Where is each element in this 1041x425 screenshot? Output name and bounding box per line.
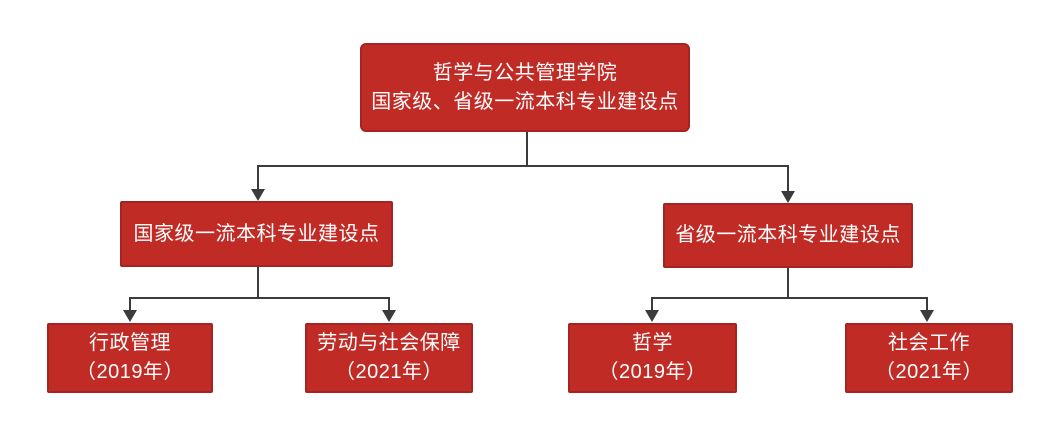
node-college-root: 哲学与公共管理学院 国家级、省级一流本科专业建设点: [360, 43, 690, 132]
node-labor-social-security-year: （2021年）: [335, 361, 443, 383]
connector-level2-left-line: [129, 266, 390, 312]
node-social-work-year: （2021年）: [875, 361, 983, 383]
node-provincial-label: 省级一流本科专业建设点: [675, 224, 901, 246]
arrowhead-down-icon: [382, 310, 396, 322]
node-national-level: 国家级一流本科专业建设点: [120, 201, 393, 267]
arrowhead-down-icon: [920, 310, 934, 322]
arrowhead-down-icon: [645, 310, 659, 322]
node-social-work: 社会工作 （2021年）: [845, 323, 1013, 393]
node-admin-management-name: 行政管理: [89, 332, 171, 354]
connector-level2-right-line: [651, 267, 928, 312]
arrowhead-down-icon: [781, 191, 795, 203]
node-philosophy-name: 哲学: [632, 332, 673, 354]
arrowhead-down-icon: [123, 310, 137, 322]
node-social-work-name: 社会工作: [888, 332, 970, 354]
node-labor-social-security-name: 劳动与社会保障: [317, 332, 461, 354]
node-national-label: 国家级一流本科专业建设点: [133, 222, 380, 245]
arrowhead-down-icon: [251, 189, 265, 201]
node-provincial-level: 省级一流本科专业建设点: [663, 203, 913, 268]
node-admin-management-year: （2019年）: [76, 361, 184, 383]
node-admin-management: 行政管理 （2019年）: [47, 323, 213, 393]
node-college-title-line1: 哲学与公共管理学院: [432, 61, 618, 84]
node-philosophy-year: （2019年）: [598, 361, 707, 383]
connector-level1-line: [257, 131, 789, 193]
node-college-title-line2: 国家级、省级一流本科专业建设点: [371, 90, 679, 113]
node-philosophy: 哲学 （2019年）: [568, 323, 737, 393]
node-labor-social-security: 劳动与社会保障 （2021年）: [305, 323, 473, 393]
